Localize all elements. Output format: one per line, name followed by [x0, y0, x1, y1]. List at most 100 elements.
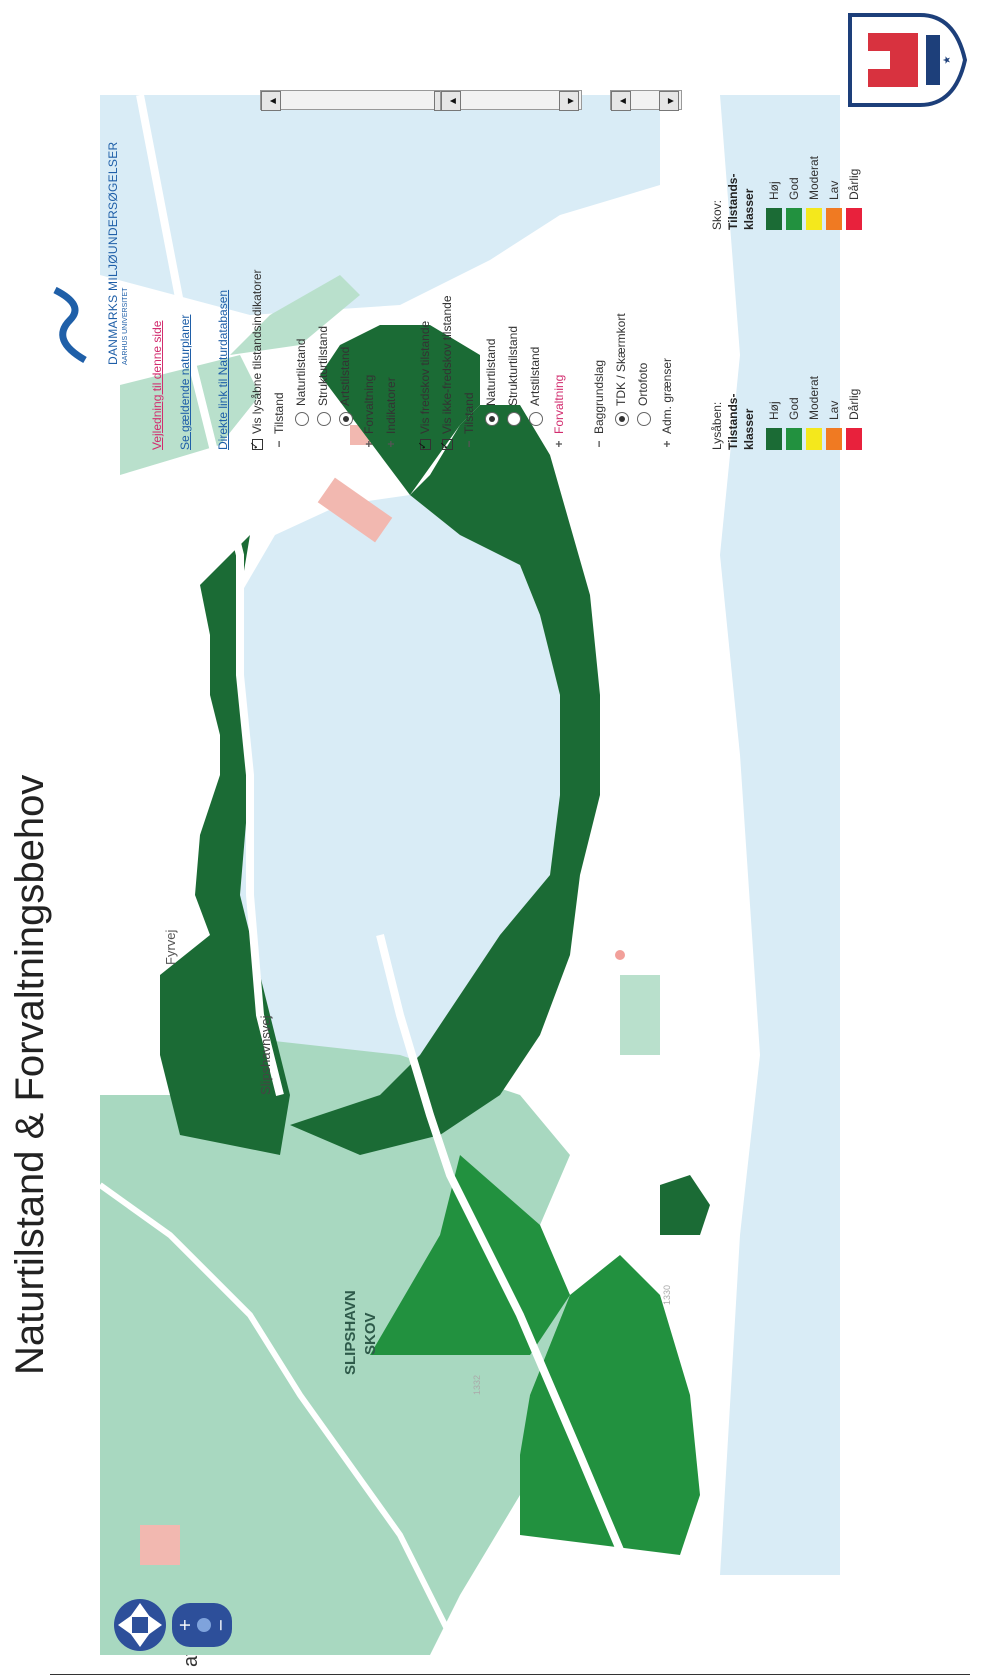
brand-name: DANMARKS MILJØUNDERSØGELSER — [106, 141, 120, 365]
open-forvaltning-toggle[interactable]: +Forvaltning — [362, 375, 376, 450]
brand-sub: AARHUS UNIVERSITET — [122, 287, 129, 365]
open-option-strukturtilstand[interactable]: Strukturtilstand — [316, 326, 331, 426]
nature-area-good-2 — [370, 1155, 570, 1355]
pan-up-icon[interactable] — [118, 1615, 132, 1635]
legend-open-label-4: Dårlig — [847, 388, 861, 420]
park-area-north — [120, 355, 260, 475]
adm-borders-toggle[interactable]: +Adm. grænser — [660, 358, 674, 450]
zoom-globe-icon[interactable] — [197, 1618, 211, 1632]
checkbox-checked-icon — [252, 439, 264, 450]
legend-open-swatch-1 — [786, 428, 802, 450]
slider-up-icon[interactable]: ▴ — [441, 91, 461, 111]
open-nature-checkbox[interactable]: Vis lysåbne tilstandsindikatorer — [250, 269, 264, 450]
svg-text:★: ★ — [942, 55, 953, 64]
radio-icon — [636, 412, 651, 426]
expand-icon: + — [384, 440, 398, 448]
water-area-south — [720, 95, 840, 1575]
pan-down-icon[interactable] — [148, 1615, 162, 1635]
forest-opacity-slider[interactable]: ▴ ▾ — [440, 90, 582, 111]
open-opacity-slider[interactable]: ▴ ▾ — [260, 90, 457, 111]
pan-control[interactable] — [114, 1599, 166, 1651]
map-view[interactable]: SLIPSHAVN SKOV Fyrvej Slipshavnsvej 1330… — [100, 95, 840, 1655]
legend-open-label-1: God — [787, 397, 801, 420]
legend-forest-title-1: Tilstands- — [726, 173, 740, 230]
database-link[interactable]: Direkte link til Naturdatabasen — [216, 289, 230, 450]
open-option-naturtilstand[interactable]: Naturtilstand — [294, 339, 309, 426]
road-slipshavnsvej — [376, 934, 664, 1647]
forest-option-artstilstand[interactable]: Artstilstand — [528, 347, 543, 426]
legend-open-title-2: klasser — [742, 408, 756, 450]
open-option-artstilstand[interactable]: Artstilstand — [338, 347, 353, 426]
legend-open-title-1: Tilstands- — [726, 393, 740, 450]
legend-open-label-3: Lav — [827, 400, 841, 420]
legend-forest-title-2: klasser — [742, 188, 756, 230]
legend-forest-swatch-3 — [826, 208, 842, 230]
forest-option-naturtilstand[interactable]: Naturtilstand — [484, 339, 499, 426]
page-title: Naturtilstand & Forvaltningsbehov — [8, 774, 52, 1375]
map-label-fyrvej: Fyrvej — [163, 930, 178, 966]
forest-forvaltning-toggle[interactable]: +Forvaltning — [552, 375, 566, 450]
pan-left-icon[interactable] — [130, 1633, 150, 1647]
expand-icon: + — [660, 440, 674, 448]
legend-forest-swatch-0 — [766, 208, 782, 230]
checkbox-checked-icon — [420, 439, 432, 450]
help-link[interactable]: Vejledning til denne side — [150, 320, 164, 450]
map-label-forest-1: SLIPSHAVN — [342, 1290, 359, 1375]
plans-link[interactable]: Se gældende naturplaner — [178, 314, 192, 450]
park-strip-south — [620, 975, 660, 1055]
slider-down-icon[interactable]: ▾ — [659, 91, 679, 111]
zoom-out-icon[interactable]: − — [211, 1618, 230, 1631]
bg-option-tdk[interactable]: TDK / Skærmkort — [614, 313, 629, 426]
building-4 — [140, 1525, 180, 1565]
nature-area-high-south — [320, 325, 480, 495]
legend-forest-label-4: Dårlig — [847, 168, 861, 200]
checkbox-checked-icon — [442, 439, 454, 450]
pan-right-icon[interactable] — [130, 1603, 150, 1617]
legend-forest-swatch-1 — [786, 208, 802, 230]
water-area-sea — [100, 95, 660, 315]
nature-area-good-1 — [520, 1255, 700, 1555]
zoom-in-icon[interactable]: + — [175, 1618, 194, 1631]
legend-open-swatch-3 — [826, 428, 842, 450]
legend-open-swatch-2 — [806, 428, 822, 450]
forest-option-strukturtilstand[interactable]: Strukturtilstand — [506, 326, 521, 426]
radio-icon — [316, 412, 331, 426]
map-canvas[interactable]: SLIPSHAVN SKOV Fyrvej Slipshavnsvej 1330… — [100, 95, 840, 1655]
fredskov-checkbox[interactable]: Vis fredskov tilstande — [418, 321, 432, 450]
map-nav-controls[interactable]: + − — [100, 1445, 240, 1665]
building-marker — [615, 950, 625, 960]
road-forest-path — [100, 1182, 463, 1655]
radio-icon — [506, 412, 521, 426]
legend-open-swatch-4 — [846, 428, 862, 450]
legend-open-label-0: Høj — [767, 401, 781, 420]
legend-forest-label-2: Moderat — [807, 155, 821, 200]
slider-down-icon[interactable]: ▾ — [559, 91, 579, 111]
ikke-fredskov-checkbox[interactable]: Vis ikke-fredskov tilstande — [440, 295, 454, 450]
radio-icon — [294, 412, 309, 426]
legend-open-label-2: Moderat — [807, 375, 821, 420]
expand-icon: + — [362, 440, 376, 448]
collapse-icon: − — [272, 440, 286, 448]
legend-open-heading: Lysåben: — [710, 401, 724, 450]
bg-option-ortofoto[interactable]: Ortofoto — [636, 363, 651, 426]
open-tilstand-toggle[interactable]: −Tilstand — [272, 392, 286, 450]
radio-selected-icon — [338, 412, 353, 426]
legend-open-swatch-0 — [766, 428, 782, 450]
slider-up-icon[interactable]: ▴ — [261, 91, 281, 111]
zoom-control[interactable]: + − — [172, 1603, 232, 1647]
expand-icon: + — [552, 440, 566, 448]
collapse-icon: − — [462, 440, 476, 448]
radio-selected-icon — [484, 412, 499, 426]
municipality-crest-icon: ★ — [840, 5, 970, 115]
background-opacity-slider[interactable]: ▴ ▾ — [610, 90, 682, 111]
map-label-forest-2: SKOV — [362, 1312, 379, 1355]
map-label-parcel-1332: 1332 — [472, 1375, 482, 1395]
slider-up-icon[interactable]: ▴ — [611, 91, 631, 111]
forest-tilstand-toggle[interactable]: −Tilstand — [462, 392, 476, 450]
control-panel: Vejledning til denne side Se gældende na… — [150, 10, 930, 450]
open-indikatorer-toggle[interactable]: +Indikatorer — [384, 377, 398, 450]
building-1 — [317, 477, 393, 543]
background-layer-toggle[interactable]: −Baggrundslag — [592, 360, 606, 450]
